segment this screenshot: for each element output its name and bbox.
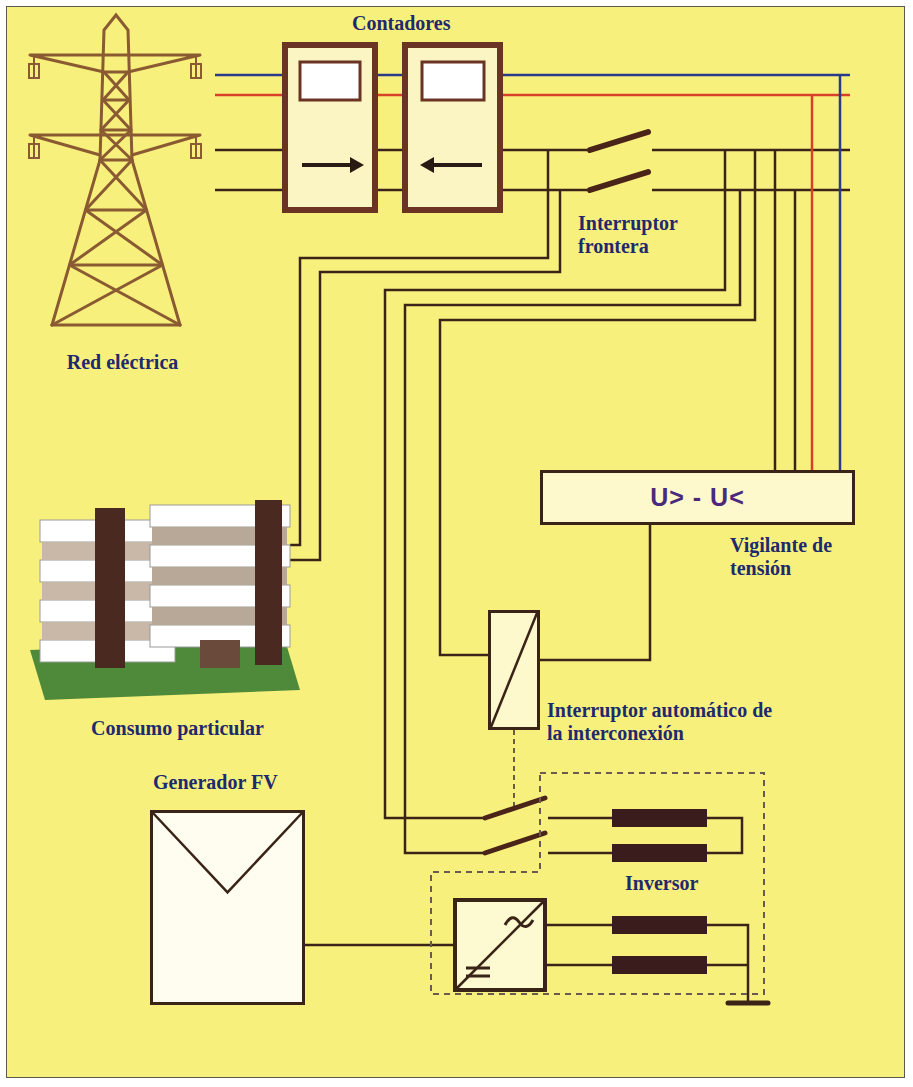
interconnection-switch	[485, 798, 545, 853]
box-graphic	[153, 813, 302, 1002]
interconnection-breaker: Interruptor automático de la interconexi…	[488, 610, 540, 730]
wire-connector	[305, 944, 430, 947]
power-grid: Red eléctrica	[20, 12, 225, 374]
node-label: Generador FV	[153, 771, 278, 794]
voltage-monitor: U> - U<Vigilante de tensión	[540, 470, 855, 525]
box-graphic	[491, 613, 537, 727]
power-tower	[29, 15, 201, 325]
node-label: U> - U<	[650, 483, 745, 512]
ground-symbol	[728, 1003, 768, 1004]
wire-connector	[540, 525, 650, 660]
node-label: Interruptor automático de la interconexi…	[547, 699, 779, 745]
meter-heading: Contadores	[352, 12, 451, 35]
pv-generator: Generador FV	[150, 810, 305, 1005]
mechanical-link	[513, 730, 515, 810]
inverter-symbol	[455, 900, 545, 990]
node-label: Consumo particular	[40, 717, 315, 740]
node-label: Inversor	[625, 872, 698, 895]
inverter-wiring	[430, 818, 748, 1003]
building	[30, 500, 300, 700]
switch-label: Interruptor frontera	[578, 212, 696, 258]
energy-meter	[405, 45, 500, 210]
frontier-switch	[590, 132, 648, 190]
node-caption: Vigilante de tensión	[730, 534, 842, 580]
inverter: Inversor	[430, 772, 765, 995]
inverter-outline	[430, 772, 765, 995]
node-label: Red eléctrica	[20, 351, 225, 374]
private-consumption: Consumo particular	[30, 495, 315, 740]
filter-coil	[612, 809, 707, 974]
energy-meter	[285, 45, 375, 210]
